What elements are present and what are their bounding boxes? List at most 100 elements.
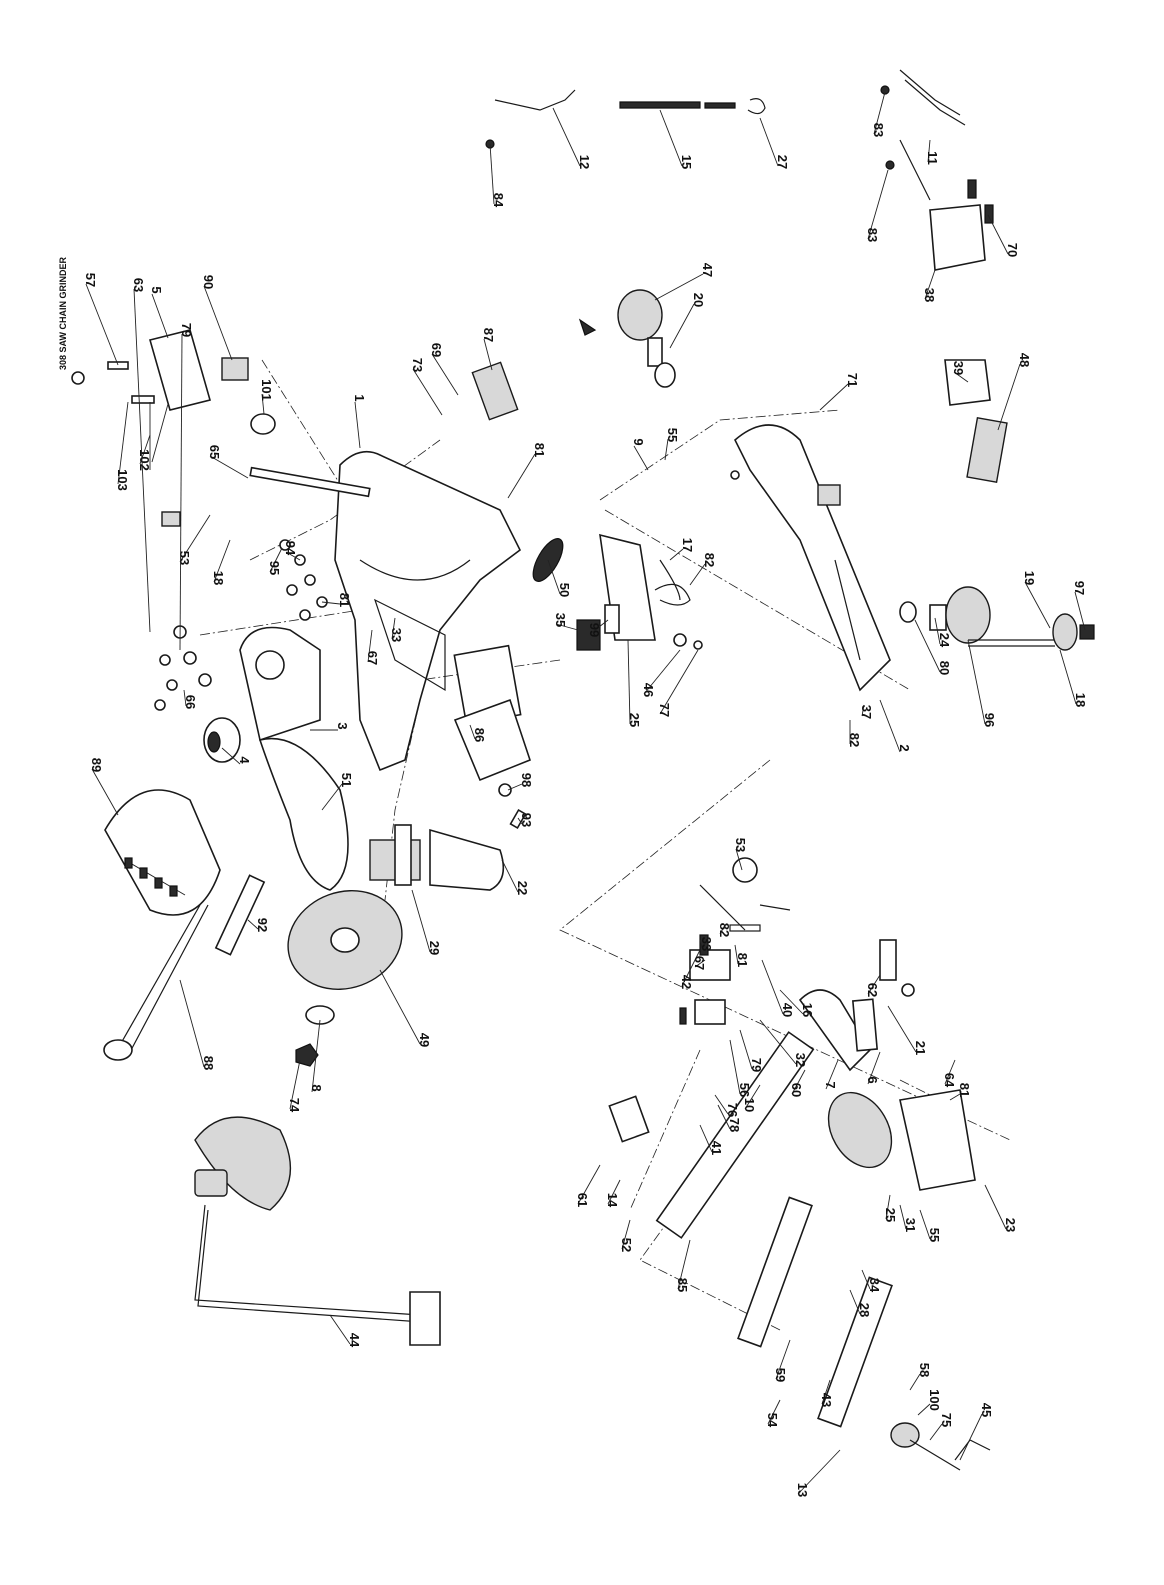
leader-line [311, 1019, 321, 1093]
part-number-label: 37 [859, 705, 874, 719]
leader-line [379, 969, 421, 1045]
part-number-label: 54 [765, 1413, 780, 1428]
part-number-label: 87 [481, 328, 496, 342]
part-number-label: 29 [427, 941, 442, 955]
leader-line [821, 1379, 831, 1405]
leader-line [1059, 649, 1077, 705]
part-number-label: 42 [679, 975, 694, 989]
part-number-label: 73 [410, 358, 425, 372]
leader-line [261, 393, 265, 415]
leader-line [677, 1239, 691, 1290]
leader-line [887, 1005, 917, 1053]
cord-and-plug-parts [103, 874, 266, 1061]
rod-and-chain-parts [485, 89, 766, 149]
part-number-label: 61 [575, 1193, 590, 1207]
part-number-label: 76 [725, 1103, 740, 1117]
leader-line [797, 1449, 841, 1495]
part-number-label: 82 [702, 553, 717, 567]
leader-line [269, 547, 283, 573]
leader-line [507, 453, 536, 499]
part-number-label: 53 [733, 838, 748, 852]
part-number-label: 83 [865, 228, 880, 242]
part-number-label: 75 [939, 1413, 954, 1427]
leader-line [289, 1059, 301, 1110]
part-number-label: 21 [913, 1041, 928, 1055]
leader-line [987, 214, 1009, 255]
part-number-label: 88 [201, 1056, 216, 1070]
leader-line [984, 1184, 1007, 1230]
leader-line [501, 859, 519, 893]
leader-line [919, 1209, 931, 1240]
leader-line [714, 1094, 729, 1115]
leader-line [699, 1124, 713, 1153]
part-number-label: 33 [389, 628, 404, 642]
part-number-label: 103 [115, 469, 130, 491]
leader-line [577, 1164, 601, 1205]
part-number-label: 94 [283, 541, 298, 556]
part-number-label: 81 [957, 1083, 972, 1097]
part-number-label: 8 [309, 1084, 324, 1091]
leader-line [885, 1194, 891, 1220]
leader-line [927, 139, 931, 163]
leader-line [791, 1069, 806, 1095]
part-number-label: 24 [937, 633, 952, 648]
leader-line [669, 303, 695, 349]
part-number-label: 81 [532, 443, 547, 457]
leader-line [967, 639, 986, 725]
leader-line [354, 401, 361, 449]
leader-line [654, 273, 704, 301]
leader-line [329, 1314, 351, 1345]
leader-line [997, 363, 1021, 431]
leader-line [761, 959, 784, 1015]
leader-line [431, 353, 459, 396]
leader-line [717, 1104, 731, 1130]
part-number-label: 89 [89, 758, 104, 772]
lamp-part-91 [194, 1116, 441, 1346]
motor-bracket-part-3 [154, 466, 371, 742]
part-number-label: 44 [347, 1333, 362, 1348]
part-number-label: 64 [942, 1073, 957, 1088]
leader-line [669, 548, 684, 561]
part-number-label: 46 [641, 683, 656, 697]
leader-line [917, 1403, 931, 1416]
leader-line [934, 617, 941, 645]
part-number-label: 18 [1073, 693, 1088, 707]
part-number-label: 13 [795, 1483, 810, 1497]
belt-part-51 [258, 737, 349, 891]
leader-line [411, 889, 431, 953]
leader-line [621, 1219, 631, 1250]
part-number-label: 41 [709, 1141, 724, 1155]
leader-line [483, 338, 493, 371]
part-number-label: 48 [1017, 353, 1032, 367]
part-number-label: 10 [742, 1098, 757, 1112]
part-number-label: 74 [287, 1098, 302, 1113]
part-number-label: 71 [845, 373, 860, 387]
part-number-label: 67 [692, 956, 707, 970]
part-number-label: 100 [927, 1389, 942, 1411]
part-number-label: 6 [865, 1076, 880, 1083]
leader-line [489, 143, 495, 205]
leader-line [735, 848, 743, 871]
part-number-label: 14 [605, 1193, 620, 1208]
feed-screw-assembly [899, 586, 1095, 651]
leader-line [321, 783, 343, 811]
leader-line [729, 1039, 741, 1095]
slide-bracket-part-26 [576, 533, 703, 651]
leader-line [659, 109, 683, 167]
leader-line [1074, 591, 1086, 631]
part-number-label: 53 [177, 551, 192, 565]
part-number-label: 65 [207, 445, 222, 459]
leader-line [779, 989, 804, 1015]
leader-line [552, 107, 581, 167]
part-number-label: 82 [847, 733, 862, 747]
part-number-label: 28 [857, 1303, 872, 1317]
part-number-label: 92 [255, 918, 270, 932]
leader-line [209, 455, 249, 479]
part-number-label: 84 [491, 193, 506, 208]
part-number-label: 27 [775, 155, 790, 169]
leader-line [367, 629, 373, 663]
leader-line [719, 924, 726, 935]
leader-line [825, 1059, 839, 1090]
part-number-label: 82 [717, 923, 732, 937]
part-number-label: 22 [515, 881, 530, 895]
